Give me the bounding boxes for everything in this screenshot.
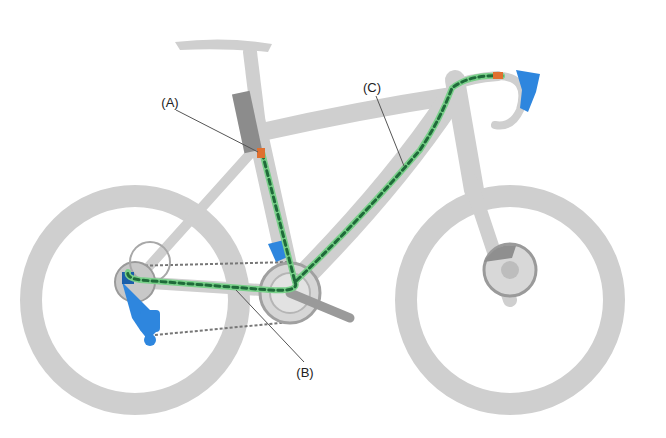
leader-line: [176, 96, 404, 362]
electronic-components: [122, 70, 540, 346]
callout-label: (B): [294, 365, 315, 380]
brake-rotor: [484, 244, 536, 296]
battery: [232, 91, 262, 153]
cable-route: [128, 76, 502, 291]
connector: [257, 148, 265, 158]
saddle: [175, 39, 272, 52]
callout-label: (C): [361, 80, 383, 95]
callout-label: (A): [159, 95, 180, 110]
